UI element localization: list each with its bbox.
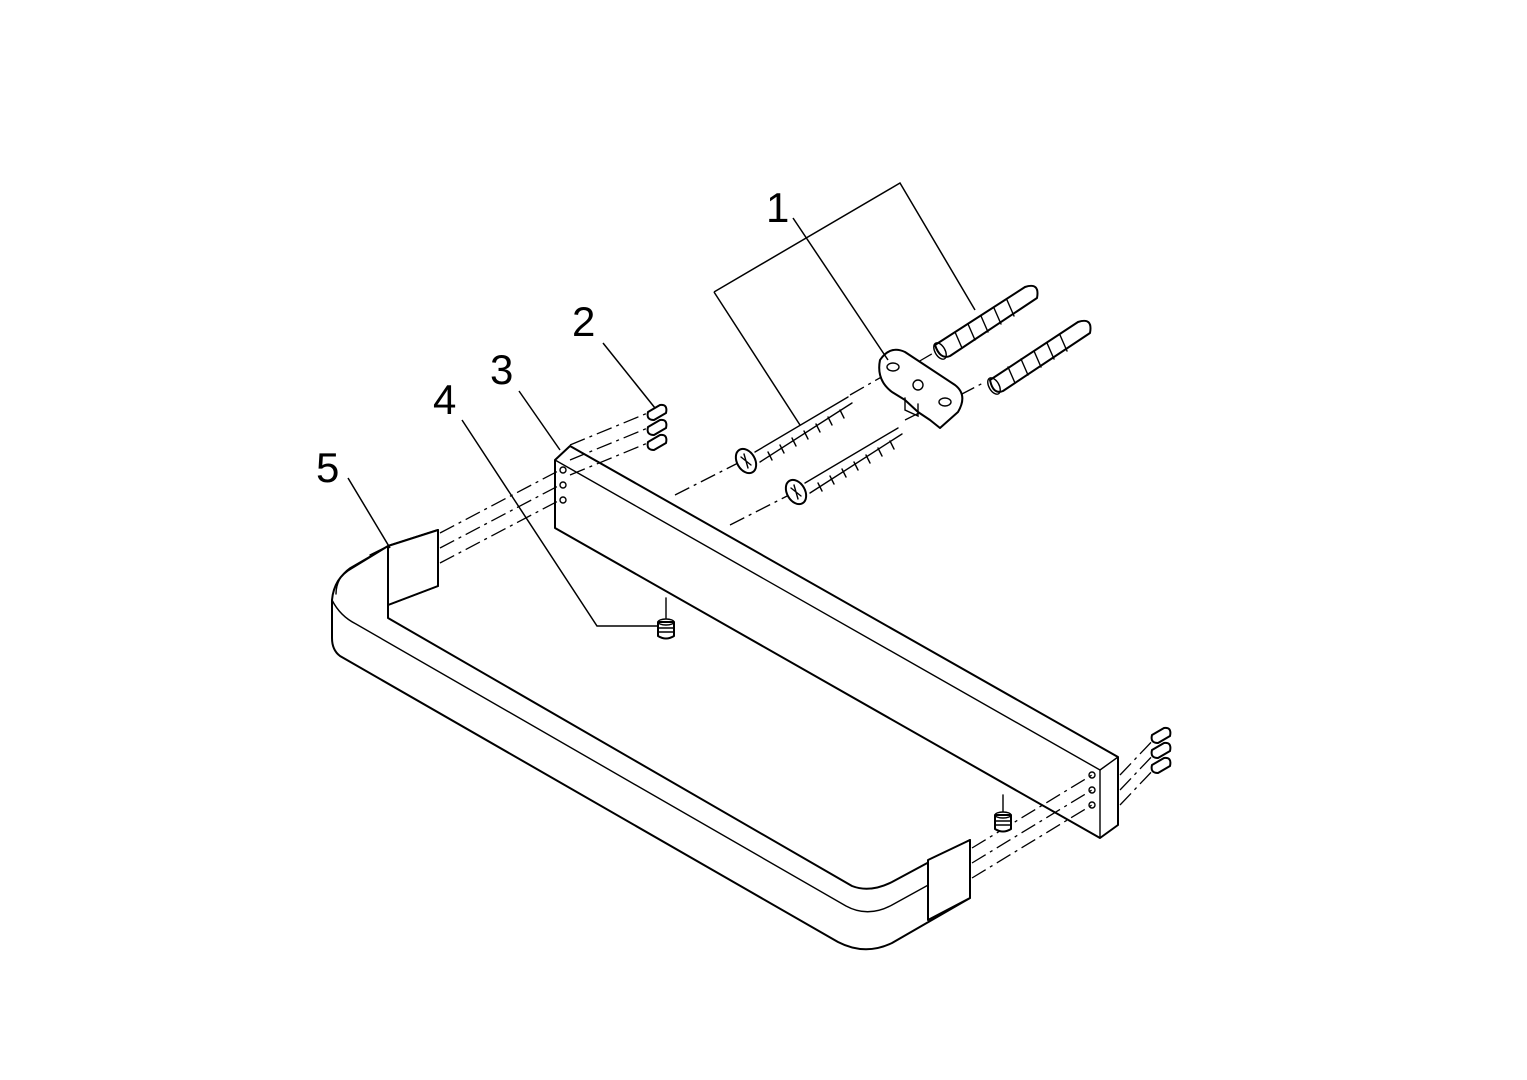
callout-1: 1 [766,184,789,231]
small-screws-right [1150,726,1172,774]
leader-lines [347,181,976,627]
screw-upper [734,396,853,475]
screw-lower [784,427,903,506]
front-rail-part-5 [331,529,971,951]
callout-3: 3 [490,346,513,393]
pin-left [657,597,675,640]
back-plate-part-3 [554,445,1119,839]
wall-plug-upper [933,284,1039,360]
mounting-bracket [878,348,964,429]
callout-labels: 1 2 3 4 5 [316,184,789,491]
pin-right [994,794,1012,833]
callout-5: 5 [316,444,339,491]
callout-4: 4 [433,376,456,423]
callout-2: 2 [572,298,595,345]
assembly-centerlines [439,351,1159,879]
small-screws-left [646,403,668,451]
wall-plug-lower [987,319,1092,395]
